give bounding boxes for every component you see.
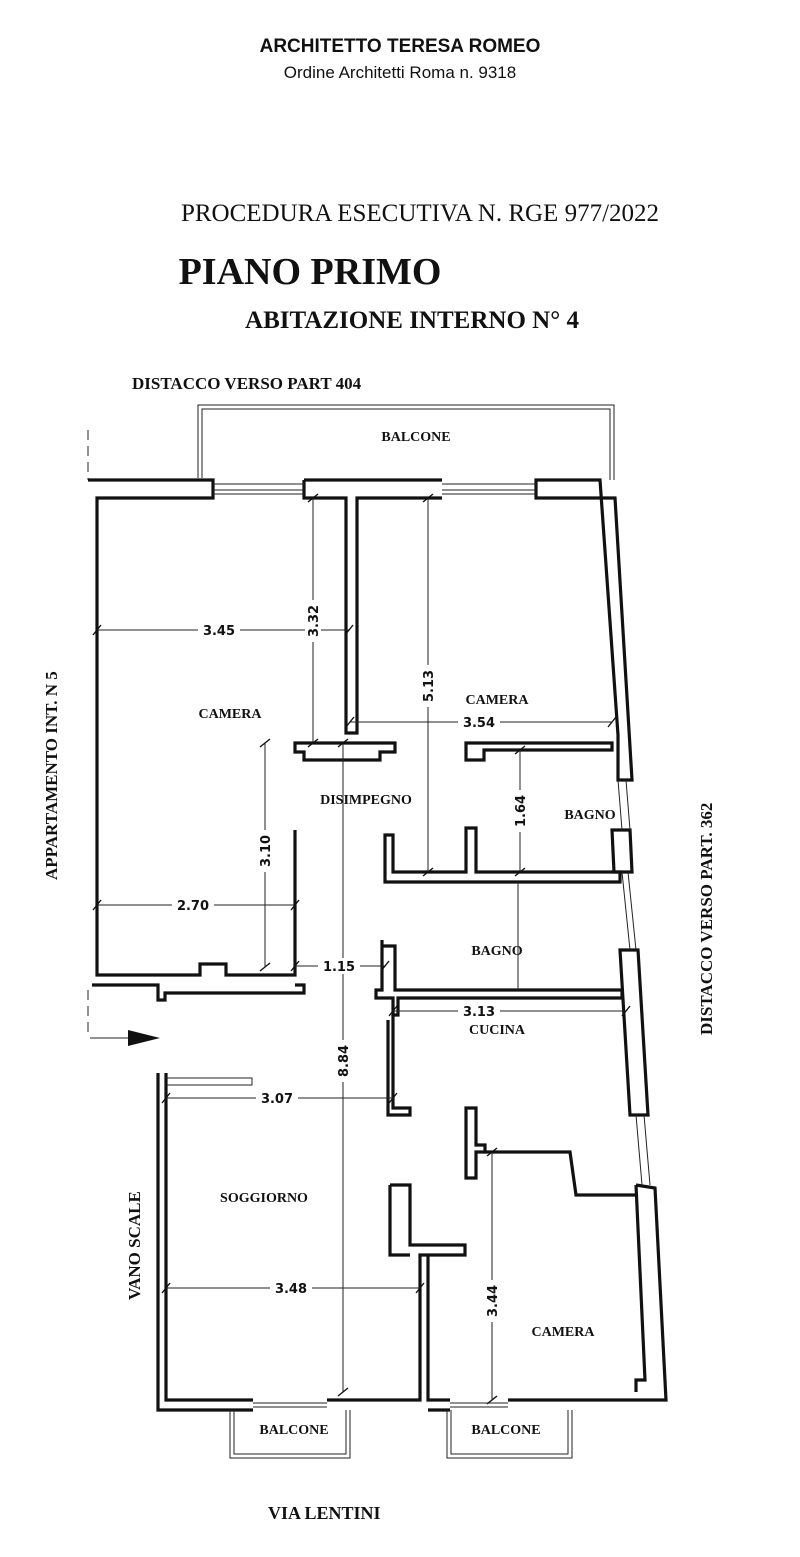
balcony-bottom-right-outline	[446, 1410, 573, 1459]
outer-wall-top-mid	[302, 478, 442, 735]
disimpegno-wall	[293, 741, 397, 762]
floor-title: PIANO PRIMO	[178, 251, 442, 293]
core-wall-2	[485, 1150, 636, 1197]
window-right-1	[617, 779, 631, 831]
stair-landing	[166, 1077, 253, 1086]
balcony-top-outline-inner	[201, 408, 611, 480]
procedure-title: PROCEDURA ESECUTIVA N. RGE 977/2022	[180, 200, 660, 227]
dim-label-310: 3.10	[259, 835, 274, 867]
label-stairs: VANO SCALE	[125, 1191, 144, 1300]
window-right-3	[635, 1114, 651, 1186]
dim-label-backdrops	[172, 600, 528, 1322]
camera-right-bottom-wall	[464, 741, 614, 762]
room-camera-top-right: CAMERA	[466, 693, 530, 708]
balcony-bottom-left-outline	[229, 1410, 351, 1459]
label-left-surrounding: APPARTAMENTO INT. N 5	[42, 671, 61, 880]
entry-arrow-icon	[128, 1030, 160, 1046]
window-top-right	[442, 483, 536, 495]
right-wall-segment-2	[618, 948, 650, 1117]
dim-label-513: 5.13	[422, 670, 437, 702]
label-street: VIA LENTINI	[268, 1503, 381, 1523]
label-top-surrounding: DISTACCO VERSO PART 404	[132, 374, 362, 393]
window-bottom-right	[450, 1402, 508, 1408]
architect-registration: Ordine Architetti Roma n. 9318	[283, 63, 517, 82]
outer-wall-top-left	[88, 478, 297, 977]
room-camera-bottom-right: CAMERA	[532, 1325, 596, 1340]
dim-label-345: 3.45	[203, 624, 235, 639]
bagno-wall-2	[374, 940, 624, 1017]
core-wall-3	[327, 1183, 467, 1402]
balcony-top-outline	[197, 404, 615, 480]
camera-left-bottom	[92, 983, 306, 1002]
room-disimpegno: DISIMPEGNO	[320, 793, 412, 808]
outer-wall-top-right	[534, 478, 634, 782]
right-wall-lower	[508, 1183, 668, 1402]
unit-title: ABITAZIONE INTERNO N° 4	[245, 307, 579, 334]
room-balcone-bottom-left: BALCONE	[259, 1423, 328, 1438]
dim-label-344: 3.44	[486, 1285, 501, 1317]
dim-label-332: 3.32	[307, 605, 322, 637]
dim-label-164: 1.64	[514, 795, 529, 827]
dim-label-348: 3.48	[275, 1282, 307, 1297]
dim-label-313: 3.13	[463, 1005, 495, 1020]
bagno-wall-1	[383, 826, 622, 884]
dim-label-270: 2.70	[177, 899, 209, 914]
room-bagno-2: BAGNO	[471, 944, 522, 959]
dim-label-307: 3.07	[261, 1092, 293, 1107]
right-wall-segment-1	[610, 828, 634, 874]
dim-label-354: 3.54	[463, 716, 495, 731]
dim-ticks	[92, 493, 631, 1405]
cucina-wall	[386, 1015, 412, 1117]
room-soggiorno: SOGGIORNO	[220, 1191, 308, 1206]
label-right-surrounding: DISTACCO VERSO PART. 362	[697, 803, 716, 1035]
window-top-left	[213, 483, 304, 495]
bedroom-bottom-wall	[426, 1255, 450, 1412]
window-bottom-left	[253, 1402, 327, 1408]
room-camera-left: CAMERA	[199, 707, 263, 722]
room-cucina: CUCINA	[469, 1023, 526, 1038]
room-balcone-top: BALCONE	[381, 430, 450, 445]
soggiorno-wall	[156, 1073, 253, 1412]
architect-name: ARCHITETTO TERESA ROMEO	[259, 36, 541, 57]
room-balcone-bottom-right: BALCONE	[471, 1423, 540, 1438]
room-bagno-1: BAGNO	[564, 808, 615, 823]
window-right-2	[621, 871, 637, 951]
dim-label-884: 8.84	[337, 1045, 352, 1077]
core-wall-1	[464, 1106, 487, 1180]
dim-label-115: 1.15	[323, 960, 355, 975]
